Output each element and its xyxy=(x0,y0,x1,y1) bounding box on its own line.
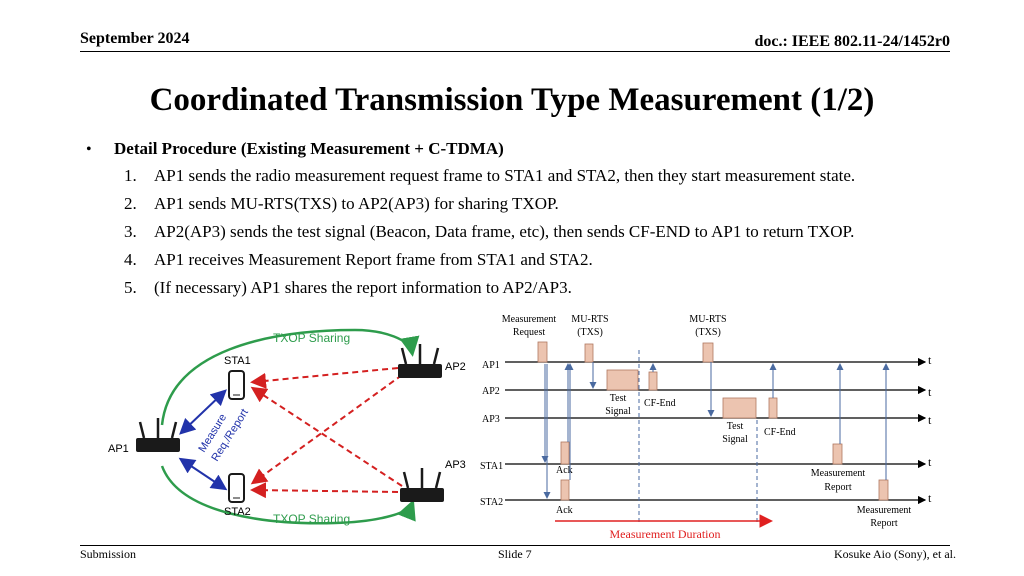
link-ap2-sta2 xyxy=(250,374,403,485)
label-meas-report: Measurement xyxy=(857,505,912,516)
label-mu-rts: (TXS) xyxy=(577,327,603,338)
frame-mu-rts-1 xyxy=(584,343,594,363)
frame-test-signal-ap2 xyxy=(606,369,639,391)
step-item: 4. AP1 receives Measurement Report frame … xyxy=(124,250,593,270)
step-text: AP1 receives Measurement Report frame fr… xyxy=(154,250,593,269)
label-ack: Ack xyxy=(556,465,573,476)
row-label-ap3: AP3 xyxy=(482,414,500,425)
step-item: 1. AP1 sends the radio measurement reques… xyxy=(124,166,855,186)
row-label-ap2: AP2 xyxy=(482,386,500,397)
ap2-router-icon xyxy=(398,344,442,378)
sta1-label: STA1 xyxy=(224,355,251,367)
sta2-label: STA2 xyxy=(224,506,251,518)
label-mu-rts: MU-RTS xyxy=(571,314,608,325)
label-meas-request: Measurement xyxy=(502,314,557,325)
label-mu-rts: MU-RTS xyxy=(689,314,726,325)
ap2-label: AP2 xyxy=(445,361,466,373)
time-axis-label: t xyxy=(928,353,932,367)
time-axis-label: t xyxy=(928,491,932,505)
bullet-marker: • xyxy=(86,141,92,158)
step-item: 3. AP2(AP3) sends the test signal (Beacon… xyxy=(124,222,854,242)
step-text: AP1 sends the radio measurement request … xyxy=(154,166,856,185)
header-date: September 2024 xyxy=(80,30,190,47)
step-number: 5. xyxy=(124,278,137,297)
footer-author: Kosuke Aio (Sony), et al. xyxy=(834,547,956,561)
frame-test-signal-ap3 xyxy=(722,397,757,419)
txop-sharing-arrow-bottom xyxy=(160,465,416,525)
measurement-duration-label: Measurement Duration xyxy=(610,527,721,541)
header-doc-id: doc.: IEEE 802.11-24/1452r0 xyxy=(754,33,950,50)
frame-mu-rts-2 xyxy=(702,342,714,363)
step-item: 2. AP1 sends MU-RTS(TXS) to AP2(AP3) for … xyxy=(124,194,559,214)
frame-cf-end-ap3 xyxy=(768,397,778,419)
link-ap3-sta2 xyxy=(250,482,399,499)
label-mu-rts: (TXS) xyxy=(695,327,721,338)
step-text: AP1 sends MU-RTS(TXS) to AP2(AP3) for sh… xyxy=(154,194,559,213)
row-label-sta2: STA2 xyxy=(480,497,503,508)
frame-meas-request xyxy=(537,341,548,363)
measure-arrow-sta1 xyxy=(179,389,227,435)
label-cf-end: CF-End xyxy=(644,398,676,409)
step-number: 1. xyxy=(124,166,137,185)
step-text: AP2(AP3) sends the test signal (Beacon, … xyxy=(154,222,855,241)
row-label-ap1: AP1 xyxy=(482,360,500,371)
label-test-signal: Test xyxy=(610,393,627,404)
step-number: 3. xyxy=(124,222,137,241)
txop-label-top: TXOP Sharing xyxy=(273,331,350,345)
ap3-router-icon xyxy=(400,468,444,502)
timing-diagram: AP1 AP2 AP3 STA1 STA2 t t t t t Measurem… xyxy=(480,314,932,541)
time-axis-label: t xyxy=(928,455,932,469)
sta2-phone-icon xyxy=(228,473,245,503)
topology-diagram: TXOP Sharing TXOP Sharing Measure Req./R… xyxy=(108,328,466,526)
header-rule xyxy=(80,51,950,52)
time-axis-label: t xyxy=(928,385,932,399)
sta1-phone-icon xyxy=(228,370,245,400)
label-test-signal: Signal xyxy=(722,434,748,445)
label-meas-report: Report xyxy=(870,518,897,529)
txop-sharing-arrow-top xyxy=(160,328,420,426)
frame-meas-report-sta1 xyxy=(832,443,843,465)
ap1-router-icon xyxy=(136,418,180,452)
ap1-label: AP1 xyxy=(108,443,129,455)
frame-ack-sta2 xyxy=(560,479,570,501)
label-test-signal: Signal xyxy=(605,406,631,417)
txop-label-bottom: TXOP Sharing xyxy=(273,512,350,526)
label-meas-report: Report xyxy=(824,482,851,493)
frame-ack-sta1 xyxy=(560,441,570,465)
step-number: 4. xyxy=(124,250,137,269)
step-text: (If necessary) AP1 shares the report inf… xyxy=(154,278,572,297)
link-ap2-sta1 xyxy=(250,367,399,389)
footer-rule xyxy=(80,545,950,546)
measure-arrow-sta2 xyxy=(178,457,228,491)
bullet-heading: Detail Procedure (Existing Measurement +… xyxy=(114,139,504,158)
step-number: 2. xyxy=(124,194,137,213)
step-item: 5. (If necessary) AP1 shares the report i… xyxy=(124,278,572,298)
slide-title: Coordinated Transmission Type Measuremen… xyxy=(149,82,875,118)
frame-cf-end-ap2 xyxy=(648,371,658,391)
time-axis-label: t xyxy=(928,413,932,427)
footer-submission: Submission xyxy=(80,547,137,561)
link-ap3-sta1 xyxy=(250,386,403,487)
label-cf-end: CF-End xyxy=(764,427,796,438)
label-meas-request: Request xyxy=(513,327,545,338)
frame-meas-report-sta2 xyxy=(878,479,889,501)
label-test-signal: Test xyxy=(727,421,744,432)
footer-slide-number: Slide 7 xyxy=(498,547,532,561)
ap3-label: AP3 xyxy=(445,459,466,471)
label-ack: Ack xyxy=(556,505,573,516)
label-meas-report: Measurement xyxy=(811,468,866,479)
row-label-sta1: STA1 xyxy=(480,461,503,472)
